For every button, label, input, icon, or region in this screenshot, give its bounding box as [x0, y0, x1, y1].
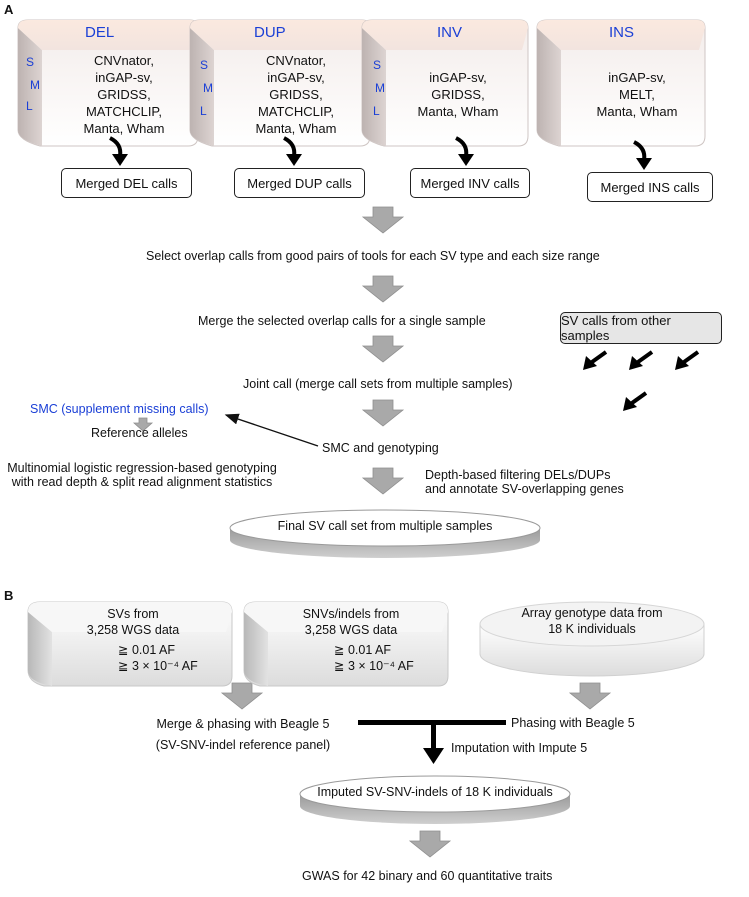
dup-callers: CNVnator, inGAP-sv, GRIDSS, MATCHCLIP, M…	[255, 53, 337, 136]
cube-del	[17, 19, 199, 147]
array-disk	[479, 601, 705, 677]
dup-title: DUP	[254, 24, 286, 41]
step-select: Select overlap calls from good pairs of …	[146, 249, 600, 263]
other-sample-arrows	[590, 350, 700, 405]
size-l: L	[26, 99, 33, 113]
merge-phasing: Merge & phasing with Beagle 5 (SV-SNV-in…	[155, 717, 331, 752]
snvs-title: SNVs/indels from 3,258 WGS data	[302, 607, 400, 637]
curved-arrowhead	[112, 154, 128, 166]
smc-pointer-arrow	[224, 413, 319, 447]
curved-arrowhead	[636, 158, 652, 170]
svs-title: SVs from 3,258 WGS data	[86, 607, 180, 637]
size-s: S	[200, 58, 209, 72]
array-label: Array genotype data from 18 K individual…	[521, 606, 663, 636]
diag-arrowhead	[623, 397, 637, 411]
inv-title: INV	[437, 24, 463, 41]
step-joint: Joint call (merge call sets from multipl…	[243, 377, 513, 391]
panel-a-label: A	[4, 2, 14, 17]
size-s: S	[26, 55, 35, 69]
phasing-label: Phasing with Beagle 5	[511, 716, 635, 730]
cube-dup	[189, 19, 371, 147]
diag-arrowhead	[629, 356, 643, 370]
other-samples-box: SV calls from other samples	[560, 312, 722, 344]
imputed-label: Imputed SV-SNV-indels of 18 K individual…	[317, 785, 553, 799]
step-merge: Merge the selected overlap calls for a s…	[198, 314, 486, 328]
down-arrow	[361, 206, 405, 234]
down-arrow	[361, 335, 405, 363]
del-title: DEL	[85, 24, 115, 41]
snvs-slab	[243, 601, 449, 687]
gwas-label: GWAS for 42 binary and 60 quantitative t…	[302, 869, 553, 883]
imputation-bar	[358, 720, 506, 764]
size-l: L	[200, 104, 207, 118]
cube-inv	[361, 19, 529, 147]
ins-title: INS	[609, 24, 635, 41]
down-arrow	[361, 399, 405, 427]
diag-arrowhead	[583, 356, 597, 370]
size-m: M	[203, 81, 213, 95]
merged-inv-box: Merged INV calls	[410, 168, 530, 198]
down-arrow	[361, 467, 405, 495]
down-arrow	[361, 275, 405, 303]
curved-arrowhead	[286, 154, 302, 166]
smc-label: SMC (supplement missing calls)	[30, 402, 209, 416]
diag-arrowhead	[675, 356, 689, 370]
cube-ins	[536, 19, 706, 147]
size-l: L	[373, 104, 380, 118]
merged-del-box: Merged DEL calls	[61, 168, 192, 198]
smc-genotyping: SMC and genotyping	[322, 441, 439, 455]
genotyping-method: Multinomial logistic regression-based ge…	[7, 461, 277, 489]
filter-annotate: Depth-based filtering DELs/DUPs and anno…	[425, 468, 624, 496]
final-set-disk	[229, 509, 541, 558]
size-s: S	[373, 58, 382, 72]
panel-b-label: B	[4, 588, 14, 603]
final-set-label: Final SV call set from multiple samples	[277, 519, 493, 533]
down-arrow	[220, 682, 264, 710]
down-arrow	[408, 830, 452, 858]
del-callers: CNVnator, inGAP-sv, GRIDSS, MATCHCLIP, M…	[83, 53, 165, 136]
size-m: M	[375, 81, 385, 95]
curved-arrowhead	[458, 154, 474, 166]
ins-callers: inGAP-sv, MELT, Manta, Wham	[596, 70, 678, 119]
inv-callers: inGAP-sv, GRIDSS, Manta, Wham	[417, 70, 499, 119]
imputation-label: Imputation with Impute 5	[451, 741, 588, 755]
reference-alleles: Reference alleles	[91, 426, 188, 440]
merged-dup-box: Merged DUP calls	[234, 168, 365, 198]
down-arrow-small	[132, 417, 154, 432]
snvs-af: ≧ 0.01 AF ≧ 3 × 10⁻⁴ AF	[334, 643, 414, 673]
imputed-disk	[299, 775, 571, 824]
down-arrow	[568, 682, 612, 710]
svs-af: ≧ 0.01 AF ≧ 3 × 10⁻⁴ AF	[118, 643, 198, 673]
merged-ins-box: Merged INS calls	[587, 172, 713, 202]
svs-slab	[27, 601, 233, 687]
size-m: M	[30, 78, 40, 92]
